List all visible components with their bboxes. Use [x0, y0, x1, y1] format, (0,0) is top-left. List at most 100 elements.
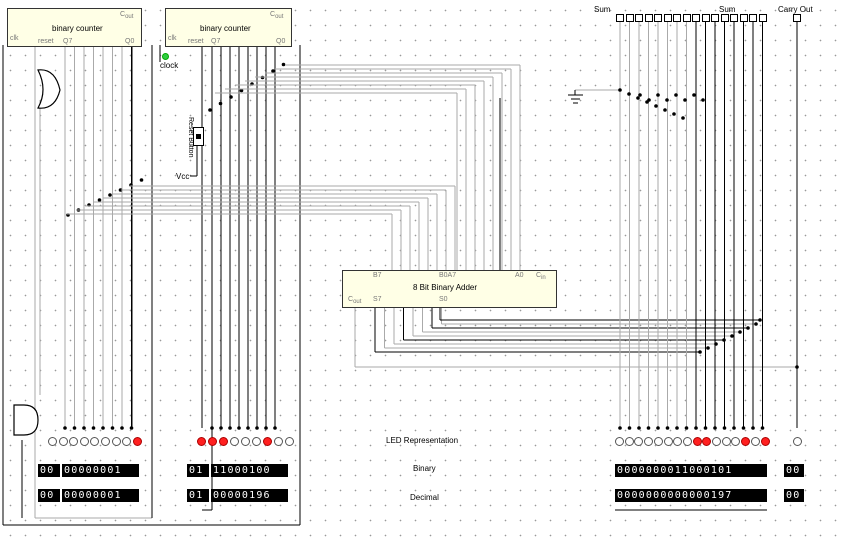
wire-junction [97, 198, 102, 202]
wire-junction [218, 101, 223, 106]
led-row-label: LED Representation [386, 436, 459, 445]
wire-junction [627, 426, 632, 430]
binary-counter-a[interactable]: binary counter Cout clk reset Q7 Q0 [7, 8, 142, 47]
wire-junction [654, 104, 658, 108]
led-indicator [132, 437, 142, 446]
q7-pin-label: Q7 [211, 38, 221, 45]
wire-junction [108, 193, 112, 197]
output-pin-box [663, 14, 672, 22]
led-indicator [69, 437, 79, 446]
wire-junction [120, 426, 124, 430]
carry-binary-display: 00 [784, 464, 804, 477]
sum-decimal-display: 0000000000000197 [615, 489, 767, 502]
led-indicator [79, 437, 89, 446]
wire-path [37, 69, 61, 109]
wire-junction [672, 112, 676, 116]
a-decimal-display: 00000001 [62, 489, 139, 502]
a-overflow-decimal-display: 00 [38, 489, 60, 502]
wire-junction [219, 426, 223, 430]
wire-junction [701, 98, 705, 102]
led-indicator [644, 437, 654, 446]
led-indicator [653, 437, 663, 446]
led-indicator [197, 437, 206, 446]
wire-junction [229, 95, 233, 99]
switch-knob-icon [196, 134, 201, 139]
wire-junction [246, 426, 250, 430]
output-pin-box [711, 14, 719, 22]
eight-bit-adder[interactable]: 8 Bit Binary Adder B7 B0A7 A0 Cin Cout S… [342, 270, 557, 308]
vcc-label: Vcc [176, 172, 190, 181]
wire-junction [665, 98, 669, 102]
reset-pin-label: reset [38, 38, 54, 45]
led-indicator [702, 437, 712, 446]
cin-pin-label: Cin [536, 272, 546, 281]
led-indicator [285, 437, 294, 446]
b0a7-pin-label: B0A7 [439, 272, 457, 279]
led-indicator [712, 437, 721, 446]
output-pin-box [749, 14, 757, 22]
wire-junction [703, 426, 708, 430]
s7-pin-label: S7 [373, 296, 382, 303]
wire-junction [237, 426, 241, 430]
led-indicator [663, 437, 673, 446]
wire-junction [101, 426, 105, 430]
wire-junction [760, 426, 765, 430]
wire-junction [732, 426, 736, 430]
wire-path [13, 404, 39, 436]
led-indicator [219, 437, 228, 446]
cout-pin-label: Cout [120, 11, 134, 20]
wire-junction [684, 426, 689, 430]
wire-junction [730, 334, 734, 338]
wire-junction [208, 108, 212, 112]
q0-pin-label: Q0 [276, 38, 286, 45]
cout-pin-label: Cout [270, 11, 284, 20]
binary-row-label: Binary [413, 464, 436, 473]
wire-junction [754, 322, 758, 326]
output-pin-box [644, 14, 653, 22]
b-overflow-binary-display: 01 [187, 464, 209, 477]
wire-junction [722, 426, 727, 430]
led-indicator [208, 437, 217, 446]
cout-pin-label: Cout [348, 296, 362, 305]
counter-title: binary counter [52, 24, 103, 33]
wire-junction [118, 188, 123, 192]
led-indicator [122, 437, 132, 446]
output-pin-box [682, 14, 691, 22]
wire-junction [681, 116, 685, 120]
sum-label-left: Sum [594, 5, 611, 14]
output-pin-box [701, 14, 710, 22]
led-indicator [750, 437, 760, 446]
wire-junction [72, 426, 77, 430]
binary-counter-b[interactable]: binary counter Cout clk reset Q7 Q0 [165, 8, 292, 47]
wire-junction [638, 93, 642, 97]
a0-pin-label: A0 [515, 272, 524, 279]
a-binary-display: 00000001 [62, 464, 139, 477]
led-indicator [241, 437, 250, 446]
wire-junction [656, 93, 660, 97]
led-indicator [263, 437, 272, 446]
wire-junction [683, 98, 687, 102]
led-indicator [274, 437, 283, 446]
wire-junction [271, 69, 275, 73]
b-decimal-display: 00000196 [211, 489, 288, 502]
led-indicator [624, 437, 634, 446]
wire-junction [663, 108, 667, 112]
led-indicator [58, 437, 68, 446]
wire-junction [656, 426, 660, 430]
clk-pin-label: clk [168, 35, 177, 42]
wire-junction [746, 326, 750, 330]
output-pin-box [654, 14, 662, 22]
q0-pin-label: Q0 [125, 38, 135, 45]
wire-junction [618, 88, 622, 92]
carry-decimal-display: 00 [784, 489, 804, 502]
reset-button[interactable] [193, 127, 204, 146]
led-indicator [615, 437, 624, 446]
output-pin-box [758, 14, 767, 22]
b-overflow-decimal-display: 01 [187, 489, 209, 502]
wire-junction [751, 426, 755, 430]
led-indicator [721, 437, 731, 446]
clock-input-icon[interactable] [162, 53, 169, 60]
output-pin-box [625, 14, 634, 22]
sum-label-right: Sum [719, 5, 736, 14]
